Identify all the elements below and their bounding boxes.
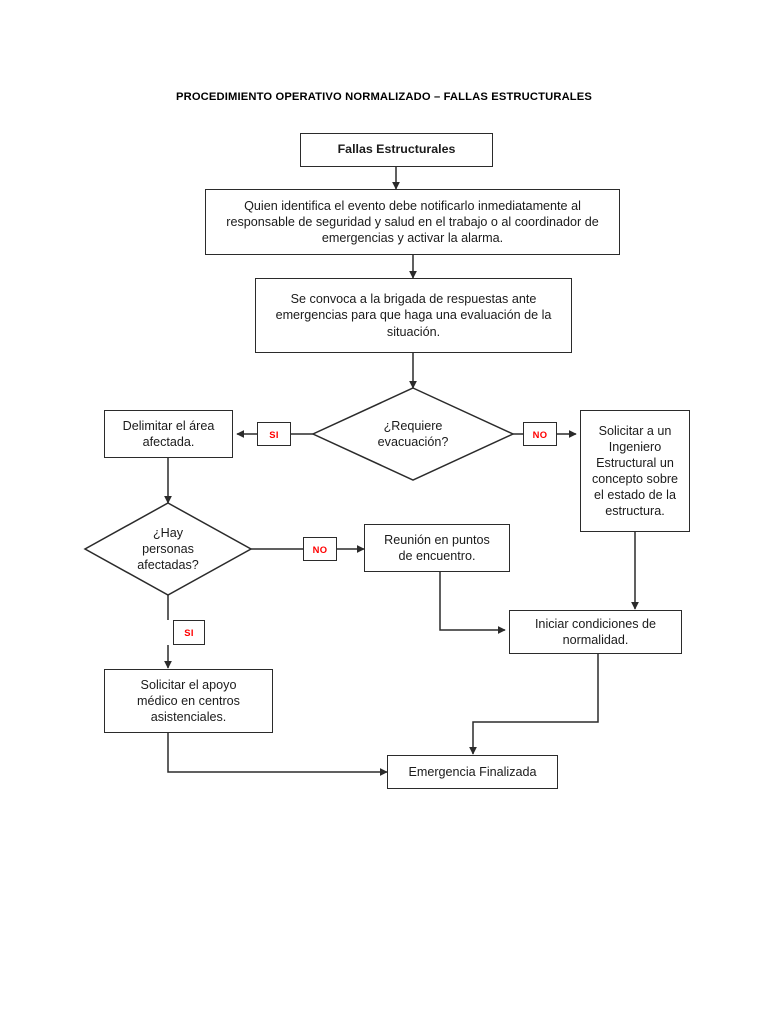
- node-notify[interactable]: Quien identifica el evento debe notifica…: [205, 189, 620, 255]
- edge-normalidad-to-end: [469, 654, 599, 755]
- node-decision-people[interactable]: ¿Hay personas afectadas?: [83, 502, 253, 596]
- page-title: PROCEDIMIENTO OPERATIVO NORMALIZADO – FA…: [175, 91, 593, 103]
- node-meeting-points-label: Reunión en puntos de encuentro.: [384, 532, 490, 563]
- branch-tag-people-yes-label: SI: [184, 627, 194, 638]
- node-end[interactable]: Emergencia Finalizada: [387, 755, 558, 789]
- node-normal-conditions-label: Iniciar condiciones de normalidad.: [534, 616, 657, 647]
- node-brigade[interactable]: Se convoca a la brigada de respuestas an…: [255, 278, 572, 353]
- decision-evacuation-shape: [311, 387, 515, 481]
- branch-tag-evacuation-no-label: NO: [532, 428, 548, 440]
- node-medical-support-label: Solicitar el apoyo médico en centros asi…: [137, 677, 240, 725]
- edge-medico-to-end: [167, 733, 388, 776]
- node-brigade-label: Se convoca a la brigada de respuestas an…: [275, 292, 552, 339]
- node-notify-label: Quien identifica el evento debe notifica…: [226, 198, 599, 246]
- branch-tag-people-yes[interactable]: SI: [173, 620, 205, 645]
- node-delimit-area[interactable]: Delimitar el área afectada.: [104, 410, 233, 458]
- branch-tag-evacuation-yes-label: SI: [269, 428, 279, 440]
- branch-tag-evacuation-yes[interactable]: SI: [257, 422, 291, 446]
- node-meeting-points[interactable]: Reunión en puntos de encuentro.: [364, 524, 510, 572]
- node-start-label: Fallas Estructurales: [337, 142, 456, 157]
- node-medical-support[interactable]: Solicitar el apoyo médico en centros asi…: [104, 669, 273, 733]
- edge-reunion-to-normalidad: [439, 572, 506, 634]
- branch-tag-people-no-label: NO: [312, 543, 328, 555]
- node-start[interactable]: Fallas Estructurales: [300, 133, 493, 167]
- node-structural-engineer[interactable]: Solicitar a un Ingeniero Estructural un …: [580, 410, 690, 532]
- node-end-label: Emergencia Finalizada: [408, 764, 537, 779]
- node-normal-conditions[interactable]: Iniciar condiciones de normalidad.: [509, 610, 682, 654]
- decision-people-shape: [83, 502, 253, 596]
- branch-tag-evacuation-no[interactable]: NO: [523, 422, 557, 446]
- node-delimit-area-label: Delimitar el área afectada.: [122, 418, 215, 449]
- node-decision-evacuation[interactable]: ¿Requiere evacuación?: [311, 387, 515, 481]
- branch-tag-people-no[interactable]: NO: [303, 537, 337, 561]
- node-structural-engineer-label: Solicitar a un Ingeniero Estructural un …: [591, 423, 679, 519]
